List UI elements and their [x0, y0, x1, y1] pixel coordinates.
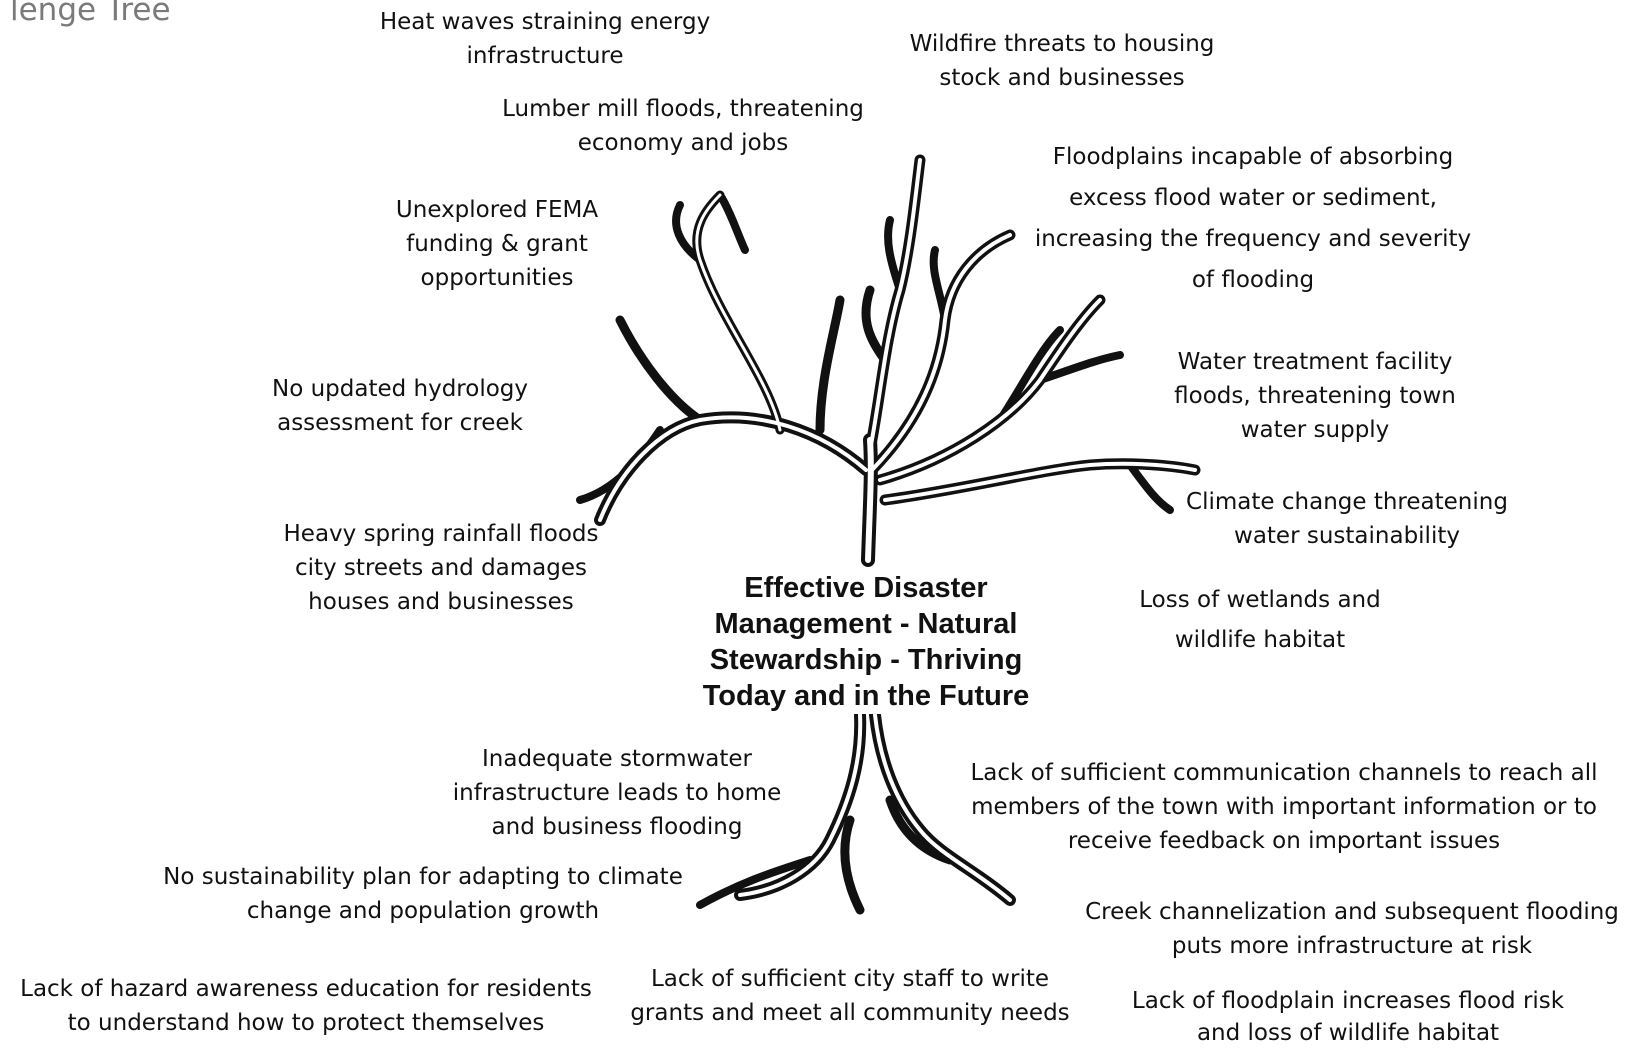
label-line: and loss of wildlife habitat — [1196, 1020, 1500, 1046]
label-line: funding & grant — [406, 231, 588, 257]
label-line: receive feedback on important issues — [1067, 828, 1501, 854]
label-line: increasing the frequency and severity — [1034, 226, 1472, 252]
label-line: grants and meet all community needs — [630, 1000, 1070, 1026]
label-line: to understand how to protect themselves — [67, 1010, 545, 1036]
label-line: assessment for creek — [277, 410, 523, 436]
branch-challenge-lumber-mill: Lumber mill floods, threatening economy … — [502, 92, 864, 160]
central-goal-line: Effective Disaster — [744, 572, 988, 604]
label-line: excess flood water or sediment, — [1069, 185, 1437, 211]
label-line: water supply — [1240, 417, 1390, 443]
root-challenge-stormwater: Inadequate stormwater infrastructure lea… — [453, 742, 781, 844]
branch-challenge-spring-rainfall: Heavy spring rainfall floods city street… — [283, 517, 598, 619]
root-challenge-creek-channelization: Creek channelization and subsequent floo… — [1085, 895, 1619, 963]
label-line: floods, threatening town — [1174, 383, 1456, 409]
label-line: Climate change threatening — [1186, 489, 1508, 515]
label-line: Loss of wetlands and — [1139, 587, 1381, 613]
label-line: of flooding — [1191, 267, 1315, 293]
branch-challenge-hydrology: No updated hydrology assessment for cree… — [272, 372, 528, 440]
branch-challenge-climate-water: Climate change threatening water sustain… — [1186, 485, 1508, 553]
branch-challenge-heat-waves: Heat waves straining energy infrastructu… — [380, 5, 710, 73]
central-goal-line: Management - Natural — [714, 608, 1018, 640]
central-goal: Effective Disaster Management - Natural … — [694, 570, 1038, 714]
label-line: No sustainability plan for adapting to c… — [163, 864, 683, 890]
label-line: Inadequate stormwater — [481, 746, 752, 772]
label-line: Heavy spring rainfall floods — [283, 521, 599, 547]
branch-challenge-floodplains: Floodplains incapable of absorbing exces… — [1035, 137, 1471, 301]
branch-challenge-wildfire: Wildfire threats to housing stock and bu… — [910, 27, 1215, 95]
label-line: wildlife habitat — [1174, 627, 1346, 653]
label-line: stock and businesses — [939, 65, 1185, 91]
label-line: water sustainability — [1234, 523, 1460, 549]
label-line: change and population growth — [246, 898, 600, 924]
branch-challenge-water-treatment: Water treatment facility floods, threate… — [1174, 345, 1456, 447]
root-challenge-hazard-awareness: Lack of hazard awareness education for r… — [20, 972, 592, 1040]
label-line: Lumber mill floods, threatening — [502, 96, 864, 122]
label-line: Wildfire threats to housing — [909, 31, 1215, 57]
label-line: economy and jobs — [577, 130, 789, 156]
label-line: infrastructure leads to home — [452, 780, 782, 806]
branch-challenge-fema-funding: Unexplored FEMA funding & grant opportun… — [396, 193, 598, 295]
label-line: houses and businesses — [308, 589, 574, 615]
label-line: city streets and damages — [294, 555, 588, 581]
label-line: Lack of sufficient communication channel… — [970, 760, 1598, 786]
label-line: Lack of floodplain increases flood risk — [1131, 988, 1565, 1014]
branch-challenge-wetlands: Loss of wetlands and wildlife habitat — [1139, 580, 1380, 660]
central-goal-line: Today and in the Future — [702, 680, 1030, 712]
root-challenge-sustainability-plan: No sustainability plan for adapting to c… — [163, 860, 683, 928]
label-line: No updated hydrology — [271, 376, 529, 402]
tree-branches-highlight — [598, 158, 1197, 902]
label-line: Floodplains incapable of absorbing — [1052, 144, 1454, 170]
label-line: and business flooding — [491, 814, 743, 840]
label-line: Lack of sufficient city staff to write — [650, 966, 1050, 992]
label-line: puts more infrastructure at risk — [1171, 933, 1533, 959]
label-line: Unexplored FEMA — [395, 197, 599, 223]
label-line: members of the town with important infor… — [971, 794, 1597, 820]
label-line: opportunities — [420, 265, 574, 291]
label-line: Creek channelization and subsequent floo… — [1085, 899, 1619, 925]
root-challenge-communication: Lack of sufficient communication channel… — [970, 756, 1597, 858]
root-challenge-city-staff: Lack of sufficient city staff to write g… — [630, 962, 1069, 1030]
label-line: Lack of hazard awareness education for r… — [20, 976, 592, 1002]
page-title-fragment: lenge Tree — [10, 0, 171, 28]
label-line: infrastructure — [466, 43, 624, 69]
label-line: Water treatment facility — [1177, 349, 1453, 375]
root-challenge-floodplain-loss: Lack of floodplain increases flood risk … — [1132, 985, 1564, 1049]
label-line: Heat waves straining energy — [379, 9, 711, 35]
central-goal-line: Stewardship - Thriving — [709, 644, 1023, 676]
